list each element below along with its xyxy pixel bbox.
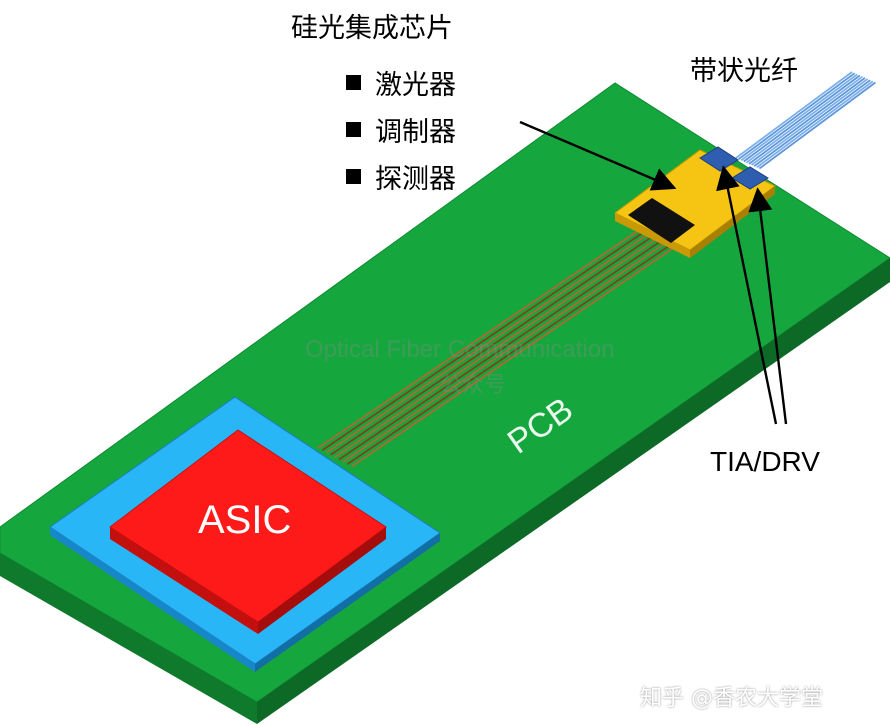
arrow-drv [748, 187, 788, 425]
copper-traces [317, 223, 683, 468]
fiber-strand [756, 80, 874, 169]
copper-trace [351, 241, 683, 468]
pcb-right-edge [257, 258, 890, 724]
component-label: 激光器 [375, 70, 456, 101]
bullet-square-icon [346, 122, 361, 137]
arrow-chip [519, 120, 677, 191]
fiber-strand [751, 78, 869, 166]
fiber-strand [748, 77, 866, 165]
substrate-front-edge [50, 527, 255, 672]
component-label: 探测器 [375, 164, 456, 195]
fiber-strand [753, 79, 871, 167]
credit-site: 知乎 [640, 686, 685, 711]
copper-trace [317, 223, 649, 449]
pcb-front-edge [0, 553, 257, 724]
asic-label: ASIC [198, 498, 292, 542]
tia-drv-label: TIA/DRV [710, 446, 820, 477]
copper-trace [342, 237, 674, 463]
fiber-strand [740, 73, 858, 162]
copper-trace [338, 234, 670, 461]
component-item-detector: 探测器 [346, 157, 456, 196]
fiber-strand [758, 81, 876, 170]
chip-black-die [628, 198, 695, 243]
substrate-right-edge [255, 533, 440, 672]
chip-front-edge [615, 213, 690, 258]
asic-right-edge [258, 527, 386, 634]
component-item-laser: 激光器 [346, 63, 456, 102]
fiber-strand [745, 75, 863, 164]
drv-die [731, 166, 769, 190]
fiber-strand [738, 72, 856, 160]
copper-trace [325, 227, 657, 454]
credit-author: @香农大学堂 [691, 686, 824, 711]
component-label: 调制器 [375, 117, 456, 148]
watermark-line2: 公众号 [440, 373, 507, 398]
copper-trace [321, 225, 653, 451]
component-item-modulator: 调制器 [346, 110, 456, 149]
fiber-strand [735, 71, 853, 159]
watermark-line1: Optical Fiber Communication [305, 336, 615, 363]
bullet-square-icon [346, 75, 361, 90]
credit-line: 知乎 @香农大学堂 [640, 680, 823, 712]
asic-die [109, 429, 387, 634]
chip-title-label: 硅光集成芯片 [291, 13, 453, 44]
asic-front-edge [110, 527, 258, 634]
bullet-square-icon [346, 169, 361, 184]
copper-trace [334, 232, 666, 458]
tia-die [699, 146, 739, 172]
arrow-tia [716, 165, 778, 425]
ribbon-fiber [735, 71, 876, 170]
copper-trace [330, 230, 662, 456]
ribbon-fiber-label: 带状光纤 [690, 56, 798, 87]
copper-trace [346, 239, 678, 465]
fiber-strand [743, 74, 861, 163]
